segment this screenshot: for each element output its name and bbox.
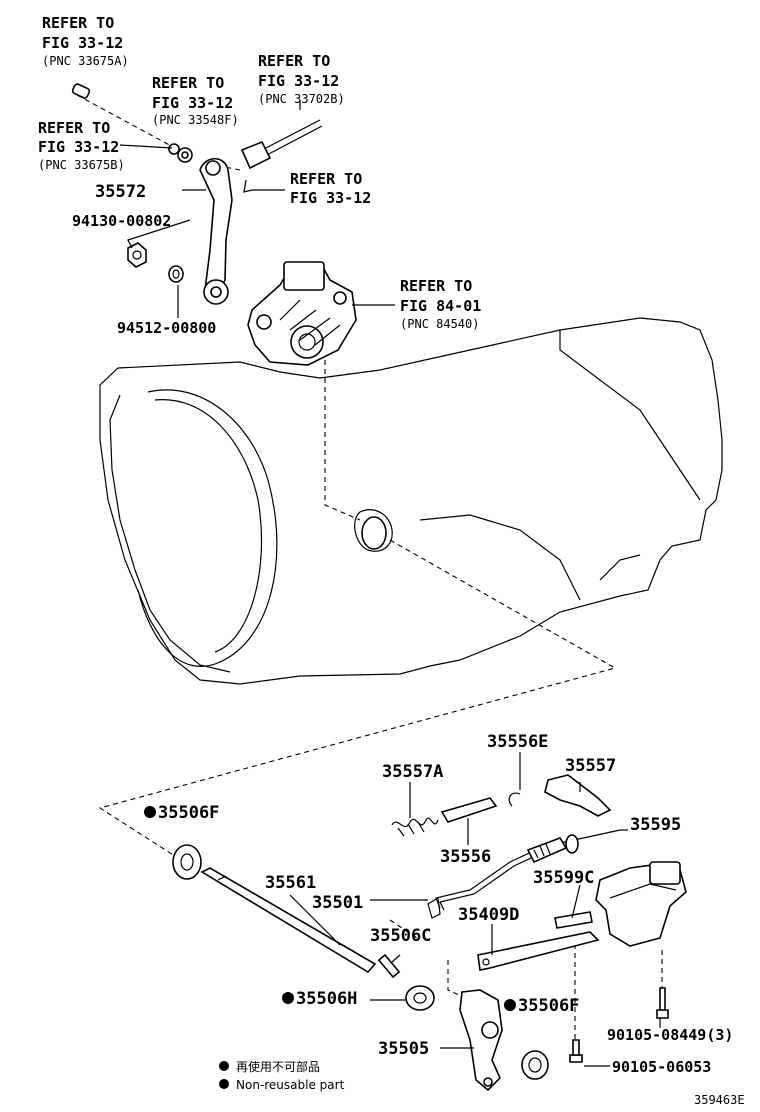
part-label-35506f-top: 35506F [158, 803, 219, 823]
bracket-35599c [554, 911, 593, 929]
callout-line1: REFER TO [38, 119, 110, 137]
bolt-90105-08449 [656, 987, 669, 1019]
part-label-35506h: 35506H [296, 989, 357, 1009]
part-label-35561: 35561 [265, 873, 316, 893]
part-label-35506c: 35506C [370, 926, 431, 946]
bracket-35409d [477, 931, 600, 971]
seal-35506f-right [521, 1050, 549, 1080]
leader-lines [119, 100, 661, 1067]
part-label-90105-06053: 90105-06053 [612, 1058, 711, 1076]
washer-94512 [168, 265, 184, 283]
part-label-94130-00802: 94130-00802 [72, 212, 171, 230]
lever-35505 [459, 989, 503, 1092]
callout-pnc: (PNC 33548F) [152, 113, 239, 127]
seal-35506f-left [172, 844, 202, 880]
callout-line2: FIG 84-01 [400, 297, 481, 315]
callout-line1: REFER TO [258, 52, 330, 70]
callout-ref-33548f: REFER TO FIG 33-12 (PNC 33548F) [152, 74, 239, 127]
part-label-35572: 35572 [95, 182, 146, 202]
part-label-35595: 35595 [630, 815, 681, 835]
lever-35572 [199, 157, 233, 305]
legend-text-en: Non-reusable part [236, 1078, 345, 1092]
part-label-35557a: 35557A [382, 762, 443, 782]
part-label-35556e: 35556E [487, 732, 548, 752]
dashed-guide-lines [76, 94, 663, 1040]
callout-pnc: (PNC 33702B) [258, 92, 345, 106]
pin-35556 [440, 797, 498, 823]
pin-35506c [377, 953, 401, 979]
callout-line1: REFER TO [290, 170, 362, 188]
callout-ref-33675b: REFER TO FIG 33-12 (PNC 33675B) [38, 119, 125, 172]
callout-ref-33675a: REFER TO FIG 33-12 (PNC 33675A) [42, 14, 129, 68]
non-reusable-dot [282, 992, 294, 1004]
part-label-35506f-bottom: 35506F [518, 996, 579, 1016]
part-label-90105-08449: 90105-08449(3) [607, 1026, 733, 1044]
bracket-35595 [595, 861, 687, 947]
callout-line2: FIG 33-12 [152, 94, 233, 112]
cable-35501 [427, 829, 621, 919]
pin-33675a [71, 83, 91, 99]
callout-line1: REFER TO [400, 277, 472, 295]
part-label-94512-00800: 94512-00800 [117, 319, 216, 337]
cable-end-33702b [240, 119, 323, 170]
callout-line2: FIG 33-12 [38, 138, 119, 156]
callout-line2: FIG 33-12 [290, 189, 371, 207]
callout-pnc: (PNC 33675B) [38, 158, 125, 172]
callout-pnc: (PNC 84540) [400, 317, 479, 331]
callout-line2: FIG 33-12 [258, 72, 339, 90]
callout-line1: REFER TO [42, 14, 114, 32]
part-label-35557: 35557 [565, 756, 616, 776]
non-reusable-dot [144, 806, 156, 818]
bolt-90105-06053 [569, 1039, 583, 1063]
legend-dot-jp [219, 1061, 229, 1071]
spring-35557a [391, 817, 439, 837]
legend-text-jp: 再使用不可部品 [236, 1059, 320, 1074]
neutral-switch-84540 [247, 261, 357, 366]
callout-pnc: (PNC 33675A) [42, 54, 129, 68]
callout-ref-84540: REFER TO FIG 84-01 (PNC 84540) [400, 277, 481, 331]
non-reusable-dot [504, 999, 516, 1011]
callout-ref-fig3312: REFER TO FIG 33-12 [290, 170, 371, 207]
part-label-35556: 35556 [440, 847, 491, 867]
part-label-35501: 35501 [312, 893, 363, 913]
part-label-35409d: 35409D [458, 905, 519, 925]
bushing-33548f [168, 143, 193, 163]
part-label-35505: 35505 [378, 1039, 429, 1059]
transmission-case [99, 317, 723, 685]
legend: 再使用不可部品 Non-reusable part [219, 1059, 345, 1092]
legend-dot-en [219, 1079, 229, 1089]
part-label-35599c: 35599C [533, 868, 594, 888]
e-ring-35556e [508, 792, 521, 807]
clip-fig33-12 [243, 179, 253, 193]
bracket-35557 [544, 774, 612, 817]
callout-ref-33702b: REFER TO FIG 33-12 (PNC 33702B) [258, 52, 345, 106]
nut-94130 [127, 242, 147, 268]
callout-line2: FIG 33-12 [42, 34, 123, 52]
shaft-35561 [200, 867, 377, 974]
bushing-35506h [405, 985, 435, 1011]
callout-line1: REFER TO [152, 74, 224, 92]
figure-id: 359463E [694, 1093, 745, 1107]
